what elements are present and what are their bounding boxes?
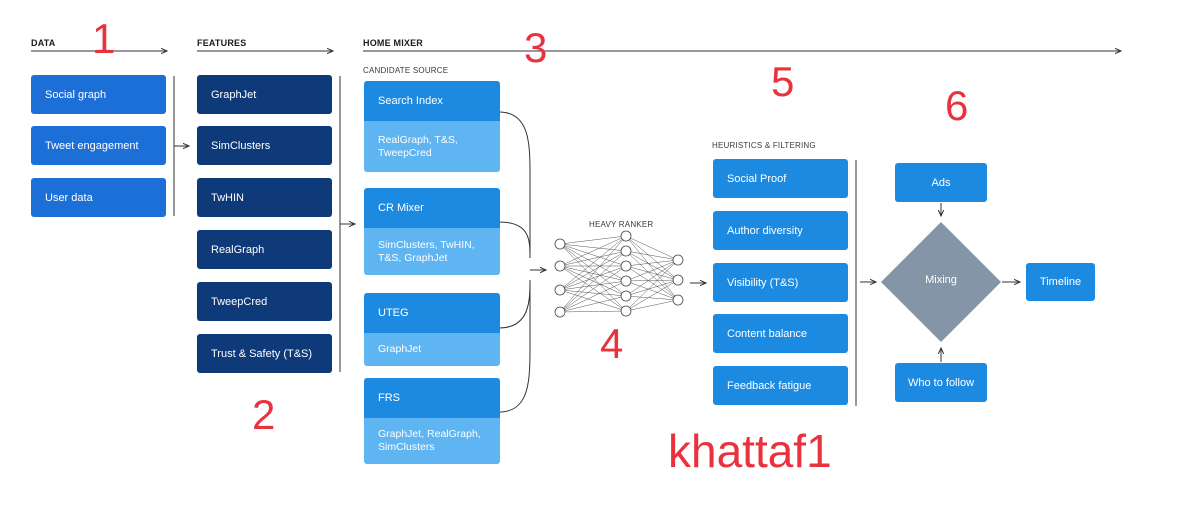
feature-label: TweepCred xyxy=(211,295,268,308)
neural-net-icon xyxy=(554,230,684,318)
candidate-cr-mixer: CR Mixer SimClusters, TwHIN, T&S, GraphJ… xyxy=(364,188,500,275)
annotation-1: 1 xyxy=(92,15,116,62)
candidate-title: Search Index xyxy=(364,81,500,121)
data-item-user-data: User data xyxy=(31,178,166,217)
feature-trust-safety: Trust & Safety (T&S) xyxy=(197,334,332,373)
heuristic-social-proof: Social Proof xyxy=(713,159,848,198)
annotation-2: 2 xyxy=(252,391,276,438)
heuristic-visibility: Visibility (T&S) xyxy=(713,263,848,302)
heuristic-label: Content balance xyxy=(727,327,808,340)
data-item-social-graph: Social graph xyxy=(31,75,166,114)
feature-graphjet: GraphJet xyxy=(197,75,332,114)
data-item-label: User data xyxy=(45,191,93,204)
heuristics-label: HEURISTICS & FILTERING xyxy=(712,141,816,150)
candidate-detail: RealGraph, T&S, TweepCred xyxy=(364,121,500,172)
watermark-text: khattaf1 xyxy=(668,425,832,477)
heuristic-label: Social Proof xyxy=(727,172,787,185)
mixing-diamond xyxy=(881,222,1001,342)
data-item-label: Social graph xyxy=(45,88,107,101)
annotation-3: 3 xyxy=(524,24,548,71)
heuristic-label: Feedback fatigue xyxy=(727,379,812,392)
heavy-ranker-label: HEAVY RANKER xyxy=(589,220,654,229)
candidate-uteg: UTEG GraphJet xyxy=(364,293,500,366)
timeline-label: Timeline xyxy=(1039,276,1082,288)
annotation-5: 5 xyxy=(771,58,795,105)
who-to-follow-label: Who to follow xyxy=(907,376,975,389)
heuristic-label: Author diversity xyxy=(727,224,803,237)
feature-label: GraphJet xyxy=(211,88,257,101)
candidate-detail: GraphJet xyxy=(364,333,500,366)
ads-label: Ads xyxy=(931,176,951,189)
candidate-detail: GraphJet, RealGraph, SimClusters xyxy=(364,418,500,464)
candidate-title: FRS xyxy=(364,378,500,418)
feature-tweepcred: TweepCred xyxy=(197,282,332,321)
candidate-search-index: Search Index RealGraph, T&S, TweepCred xyxy=(364,81,500,172)
mixing-label: Mixing xyxy=(925,274,957,286)
candidate-detail: SimClusters, TwHIN, T&S, GraphJet xyxy=(364,228,500,275)
timeline-box: Timeline xyxy=(1026,263,1095,301)
heuristic-label: Visibility (T&S) xyxy=(727,276,799,289)
feature-label: RealGraph xyxy=(211,243,265,256)
who-to-follow-box: Who to follow xyxy=(895,363,987,402)
feature-simclusters: SimClusters xyxy=(197,126,332,165)
heuristic-feedback-fatigue: Feedback fatigue xyxy=(713,366,848,405)
ads-box: Ads xyxy=(895,163,987,202)
feature-label: Trust & Safety (T&S) xyxy=(211,347,313,360)
data-item-label: Tweet engagement xyxy=(45,139,139,152)
feature-realgraph: RealGraph xyxy=(197,230,332,269)
heuristic-content-balance: Content balance xyxy=(713,314,848,353)
annotation-6: 6 xyxy=(945,82,969,129)
section-features-title: FEATURES xyxy=(197,38,247,48)
section-data-title: DATA xyxy=(31,38,56,48)
candidate-frs: FRS GraphJet, RealGraph, SimClusters xyxy=(364,378,500,464)
candidate-title: CR Mixer xyxy=(364,188,500,228)
section-home-mixer-title: HOME MIXER xyxy=(363,38,424,48)
data-item-tweet-engagement: Tweet engagement xyxy=(31,126,166,165)
heuristic-author-diversity: Author diversity xyxy=(713,211,848,250)
annotation-4: 4 xyxy=(600,320,624,367)
feature-label: TwHIN xyxy=(211,191,244,204)
feature-twhin: TwHIN xyxy=(197,178,332,217)
candidate-title: UTEG xyxy=(364,293,500,333)
candidate-source-label: CANDIDATE SOURCE xyxy=(363,66,449,75)
feature-label: SimClusters xyxy=(211,139,271,152)
